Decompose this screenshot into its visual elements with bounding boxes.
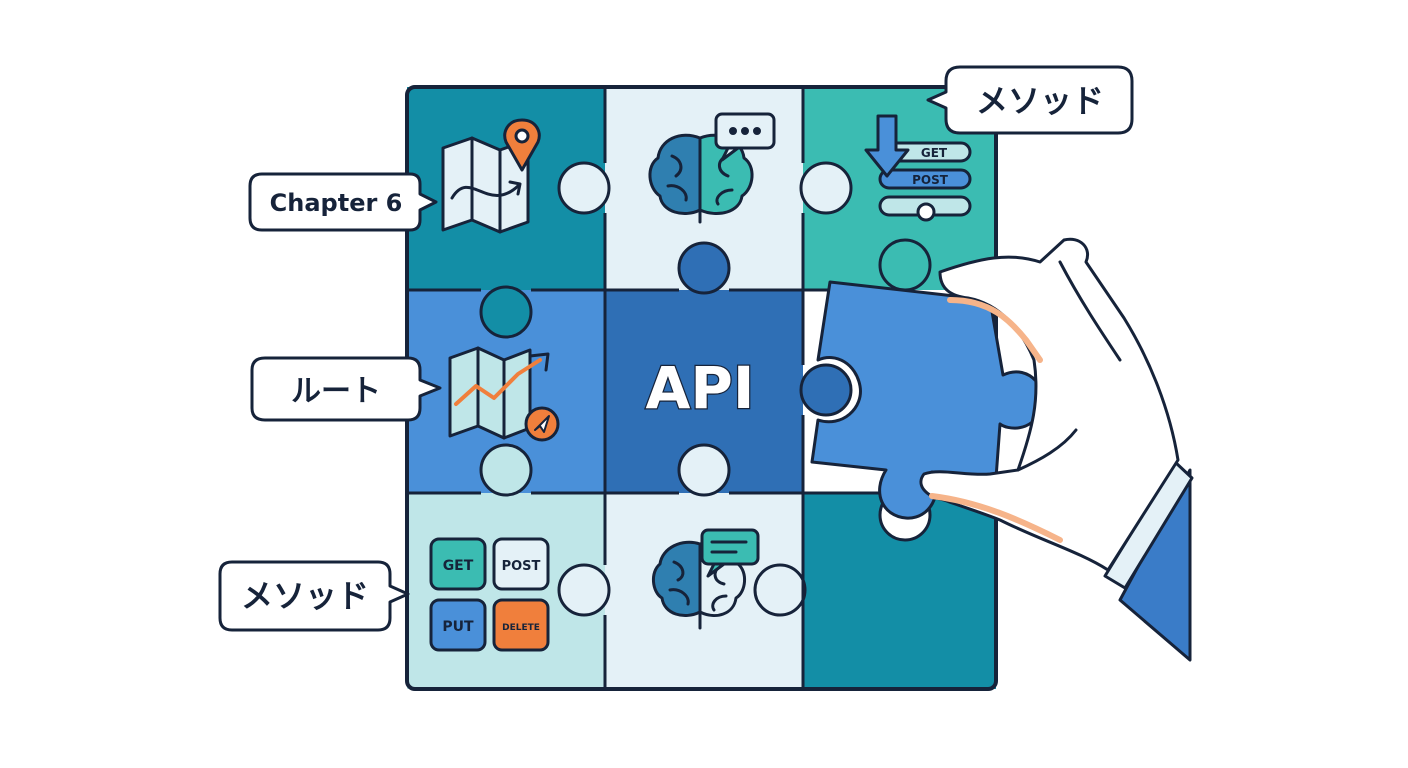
callout-top-right-text: メソッド bbox=[976, 82, 1104, 120]
method-list-get-label: GET bbox=[921, 146, 948, 160]
method-list-icon bbox=[864, 114, 972, 222]
method-buttons-grid bbox=[429, 537, 550, 652]
knob-c3-r1r2 bbox=[878, 238, 932, 292]
brain-chat-icon bbox=[648, 112, 776, 224]
route-map-icon bbox=[448, 346, 560, 442]
callout-top-left-text: Chapter 6 bbox=[270, 189, 403, 217]
method-list-post-label: POST bbox=[912, 173, 949, 187]
delete-button bbox=[492, 598, 550, 652]
knob-r1-c2c3 bbox=[799, 161, 853, 215]
knob-r3-c2c3 bbox=[753, 563, 807, 617]
api-label: API bbox=[646, 354, 755, 422]
callout-middle-left: ルート bbox=[250, 356, 442, 422]
post-button bbox=[492, 537, 550, 591]
delete-button-label: DELETE bbox=[502, 623, 540, 633]
knob-r1-c1c2 bbox=[557, 161, 611, 215]
map-pin-icon bbox=[441, 118, 541, 234]
knob-c2-r2r3 bbox=[677, 443, 731, 497]
put-button-label: PUT bbox=[442, 619, 474, 635]
callout-top-right: メソッド bbox=[926, 65, 1134, 135]
callout-bottom-left: メソッド bbox=[218, 560, 410, 632]
callout-top-left: Chapter 6 bbox=[248, 172, 438, 232]
knob-c1-r1r2 bbox=[479, 285, 533, 339]
brain-chat-icon-2 bbox=[652, 528, 760, 630]
hand-icon bbox=[919, 237, 1194, 662]
post-button-label: POST bbox=[502, 559, 541, 574]
knob-r2-c2c3 bbox=[799, 363, 853, 417]
get-button-label: GET bbox=[443, 558, 474, 574]
callout-middle-left-text: ルート bbox=[291, 374, 381, 409]
knob-c1-r2r3 bbox=[479, 443, 533, 497]
callout-bottom-left-text: メソッド bbox=[241, 577, 369, 615]
knob-r3-c1c2 bbox=[557, 563, 611, 617]
get-button bbox=[429, 537, 487, 591]
put-button bbox=[429, 598, 487, 652]
knob-c2-r1r2 bbox=[677, 241, 731, 295]
